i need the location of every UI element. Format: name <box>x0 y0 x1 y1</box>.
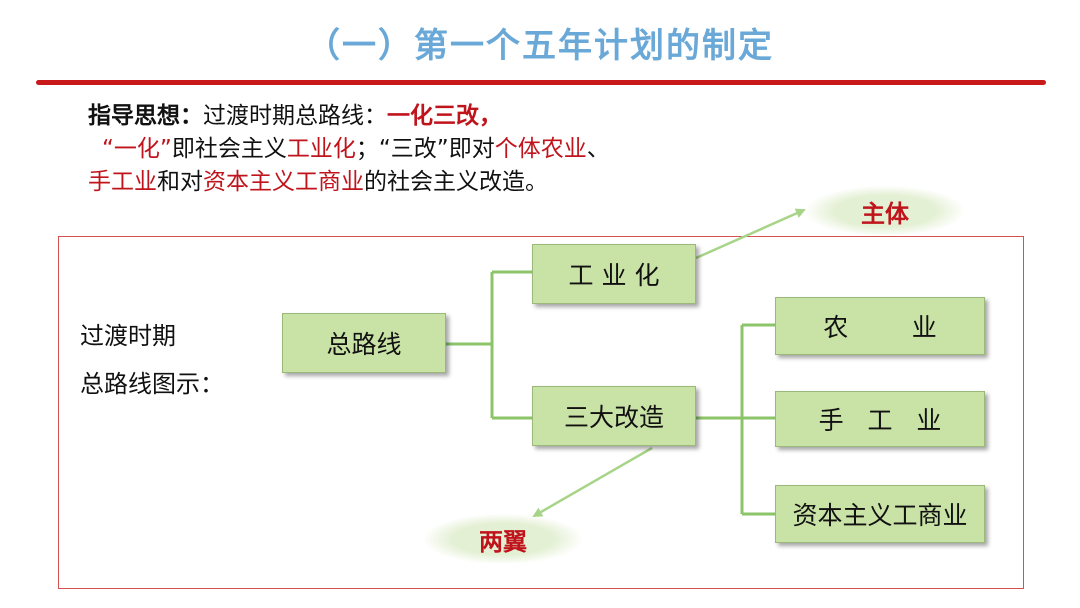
diagram-frame <box>58 236 1024 589</box>
diagram-side-label-1: 过渡时期 <box>80 322 176 350</box>
industrialization-box: 工 业 化 <box>532 244 696 304</box>
arrow-to-two-wings <box>532 446 653 518</box>
intro-line-1: 指导思想：过渡时期总路线：一化三改， <box>88 103 502 129</box>
page-title: （一）第一个五年计划的制定 <box>306 26 774 66</box>
title-divider <box>36 80 1046 85</box>
capitalist-industry-commerce-box: 资本主义工商业 <box>775 485 985 543</box>
one-transformation-three-reforms: 一化三改， <box>387 103 502 129</box>
intro-line-2: “一化”即社会主义工业化；“三改”即对个体农业、 <box>102 136 610 162</box>
guiding-thought-label: 指导思想： <box>88 103 203 129</box>
two-wings-oval: 两翼 <box>424 514 582 564</box>
agriculture-box: 农 业 <box>775 297 985 355</box>
diagram-side-label-2: 总路线图示： <box>80 370 224 398</box>
arrow-to-main-body <box>695 208 806 260</box>
general-line-box: 总路线 <box>282 313 446 373</box>
guiding-thought-text: 指导思想：过渡时期总路线：一化三改， “一化”即社会主义工业化；“三改”即对个体… <box>88 100 610 199</box>
main-body-oval: 主体 <box>806 186 964 236</box>
three-reforms-box: 三大改造 <box>532 386 696 446</box>
intro-line-3: 手工业和对资本主义工商业的社会主义改造。 <box>88 169 548 195</box>
handicraft-box: 手 工 业 <box>775 391 985 447</box>
